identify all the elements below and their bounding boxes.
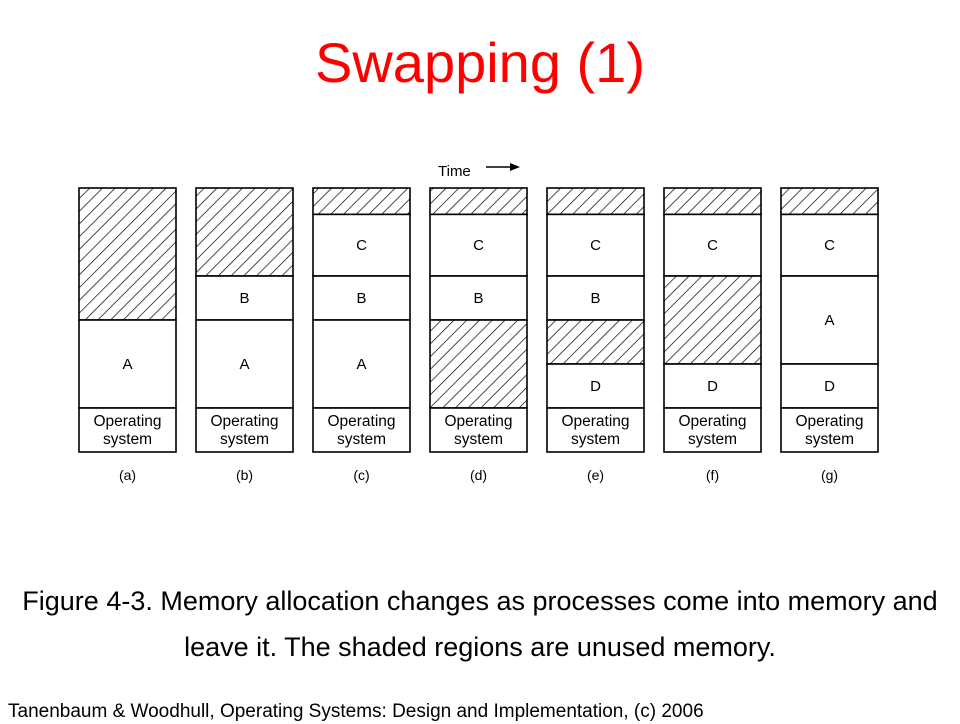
process-label: D — [707, 378, 718, 395]
process-block — [312, 319, 411, 409]
process-label: C — [356, 237, 367, 254]
process-label: A — [356, 356, 366, 373]
os-block — [546, 407, 645, 453]
process-label: C — [707, 237, 718, 254]
unused-memory-block — [429, 319, 528, 409]
os-label: system — [454, 431, 503, 448]
os-label: Operating — [327, 413, 395, 430]
process-label: C — [590, 237, 601, 254]
panel-label: (b) — [236, 467, 253, 483]
time-label: Time — [438, 163, 471, 180]
unused-memory-block — [429, 187, 528, 216]
panel-label: (a) — [119, 467, 136, 483]
process-label: B — [590, 290, 600, 307]
process-block — [195, 319, 294, 409]
process-label: D — [824, 378, 835, 395]
time-arrow-icon — [486, 163, 520, 171]
os-label: system — [103, 431, 152, 448]
unused-memory-block — [546, 319, 645, 365]
process-label: B — [473, 290, 483, 307]
unused-memory-block — [546, 187, 645, 216]
memory-panels: AOperatingsystem(a)BAOperatingsystem(b)C… — [78, 187, 879, 483]
process-block — [429, 275, 528, 321]
unused-memory-block — [195, 187, 294, 277]
figure-caption: Figure 4-3. Memory allocation changes as… — [22, 586, 938, 662]
os-label: system — [337, 431, 386, 448]
unused-memory-block — [663, 187, 762, 216]
os-label: Operating — [678, 413, 746, 430]
process-block — [312, 213, 411, 277]
process-label: A — [239, 356, 249, 373]
process-label: C — [824, 237, 835, 254]
os-label: Operating — [795, 413, 863, 430]
unused-memory-block — [78, 187, 177, 321]
os-label: system — [220, 431, 269, 448]
panel-label: (f) — [706, 467, 719, 483]
os-block — [195, 407, 294, 453]
source-credit: Tanenbaum & Woodhull, Operating Systems:… — [8, 701, 704, 722]
os-label: Operating — [210, 413, 278, 430]
panel-label: (d) — [470, 467, 487, 483]
process-label: C — [473, 237, 484, 254]
os-block — [663, 407, 762, 453]
unused-memory-block — [780, 187, 879, 216]
panel-label: (g) — [821, 467, 838, 483]
panel-label: (c) — [353, 467, 369, 483]
unused-memory-block — [663, 275, 762, 365]
slide-title: Swapping (1) — [315, 31, 645, 94]
time-axis: Time — [438, 163, 520, 180]
process-block — [546, 275, 645, 321]
process-block — [546, 213, 645, 277]
os-block — [78, 407, 177, 453]
process-block — [312, 275, 411, 321]
process-label: B — [239, 290, 249, 307]
os-label: Operating — [561, 413, 629, 430]
os-block — [780, 407, 879, 453]
panel-label: (e) — [587, 467, 604, 483]
process-label: B — [356, 290, 366, 307]
os-label: Operating — [444, 413, 512, 430]
process-block — [663, 363, 762, 409]
memory-allocation-diagram: Time AOperatingsystem(a)BAOperatingsyste… — [78, 163, 879, 483]
process-block — [546, 363, 645, 409]
os-block — [312, 407, 411, 453]
process-label: A — [122, 356, 132, 373]
os-label: system — [571, 431, 620, 448]
process-label: D — [590, 378, 601, 395]
os-label: Operating — [93, 413, 161, 430]
unused-memory-block — [312, 187, 411, 216]
os-label: system — [688, 431, 737, 448]
os-label: system — [805, 431, 854, 448]
os-block — [429, 407, 528, 453]
process-label: A — [824, 312, 834, 329]
process-block — [429, 213, 528, 277]
